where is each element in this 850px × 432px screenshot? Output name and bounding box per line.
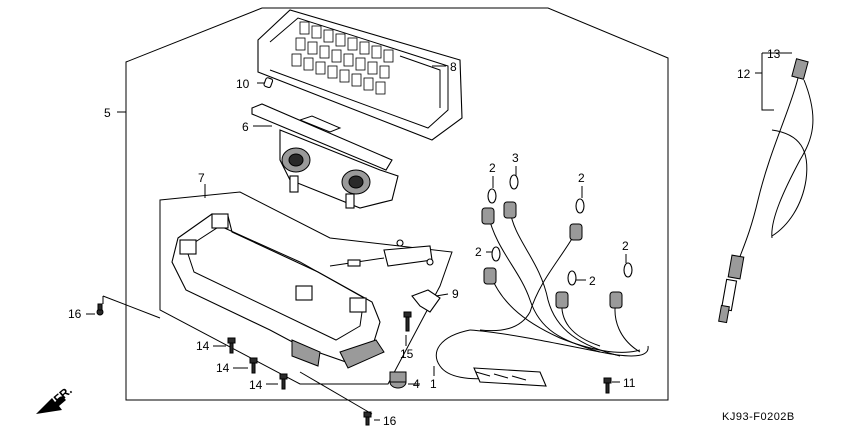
- screw-15: [403, 311, 412, 332]
- callout-2-c: 2: [475, 245, 482, 259]
- callout-9: 9: [452, 287, 459, 301]
- callout-12: 12: [737, 67, 751, 81]
- callout-13: 13: [767, 47, 781, 61]
- callout-10: 10: [236, 77, 250, 91]
- callout-14-a: 14: [196, 339, 210, 353]
- callout-2-d: 2: [589, 274, 596, 288]
- screw-16-left: [96, 303, 104, 316]
- callout-3: 3: [512, 151, 519, 165]
- wire-harness-part: [435, 174, 649, 387]
- callout-1: 1: [430, 377, 437, 391]
- callout-11: 11: [623, 376, 636, 390]
- callout-7: 7: [198, 171, 205, 185]
- callout-16-left: 16: [68, 307, 82, 321]
- callouts: 5 10 6 8 7 16 14 14 14 15 16 9 4 1 11 2 …: [68, 47, 781, 428]
- screws: [96, 303, 612, 426]
- callout-5: 5: [104, 106, 111, 120]
- callout-2-e: 2: [622, 239, 629, 253]
- assembly-boundary: [125, 7, 669, 401]
- front-direction-arrow: FR.: [36, 383, 75, 414]
- callout-4: 4: [413, 377, 420, 391]
- screw-14-b: [249, 357, 258, 374]
- bracket-hardware: [329, 239, 434, 267]
- clip-part: [411, 289, 441, 313]
- callout-14-c: 14: [249, 378, 263, 392]
- cap-part: [389, 371, 407, 389]
- speedometer-cable-part: [718, 58, 814, 324]
- leader-lines: [86, 52, 792, 421]
- diagram-code: KJ93-F0202B: [722, 411, 795, 423]
- screw-14-c: [279, 373, 288, 390]
- callout-2-a: 2: [489, 161, 496, 175]
- callout-8: 8: [450, 60, 457, 74]
- grommet-part: [263, 77, 274, 89]
- meter-cover-part: [257, 9, 463, 141]
- callout-14-b: 14: [216, 361, 230, 375]
- screw-14-a: [227, 337, 236, 354]
- callout-2-b: 2: [578, 171, 585, 185]
- callout-16-bottom: 16: [383, 414, 397, 428]
- callout-6: 6: [242, 120, 249, 134]
- screw-11: [603, 377, 612, 394]
- screw-16-bottom: [363, 411, 372, 426]
- subassembly-boundary: [159, 191, 453, 385]
- meter-assembly-part: [251, 103, 399, 209]
- callout-15: 15: [400, 347, 414, 361]
- meter-case-part: [171, 213, 385, 369]
